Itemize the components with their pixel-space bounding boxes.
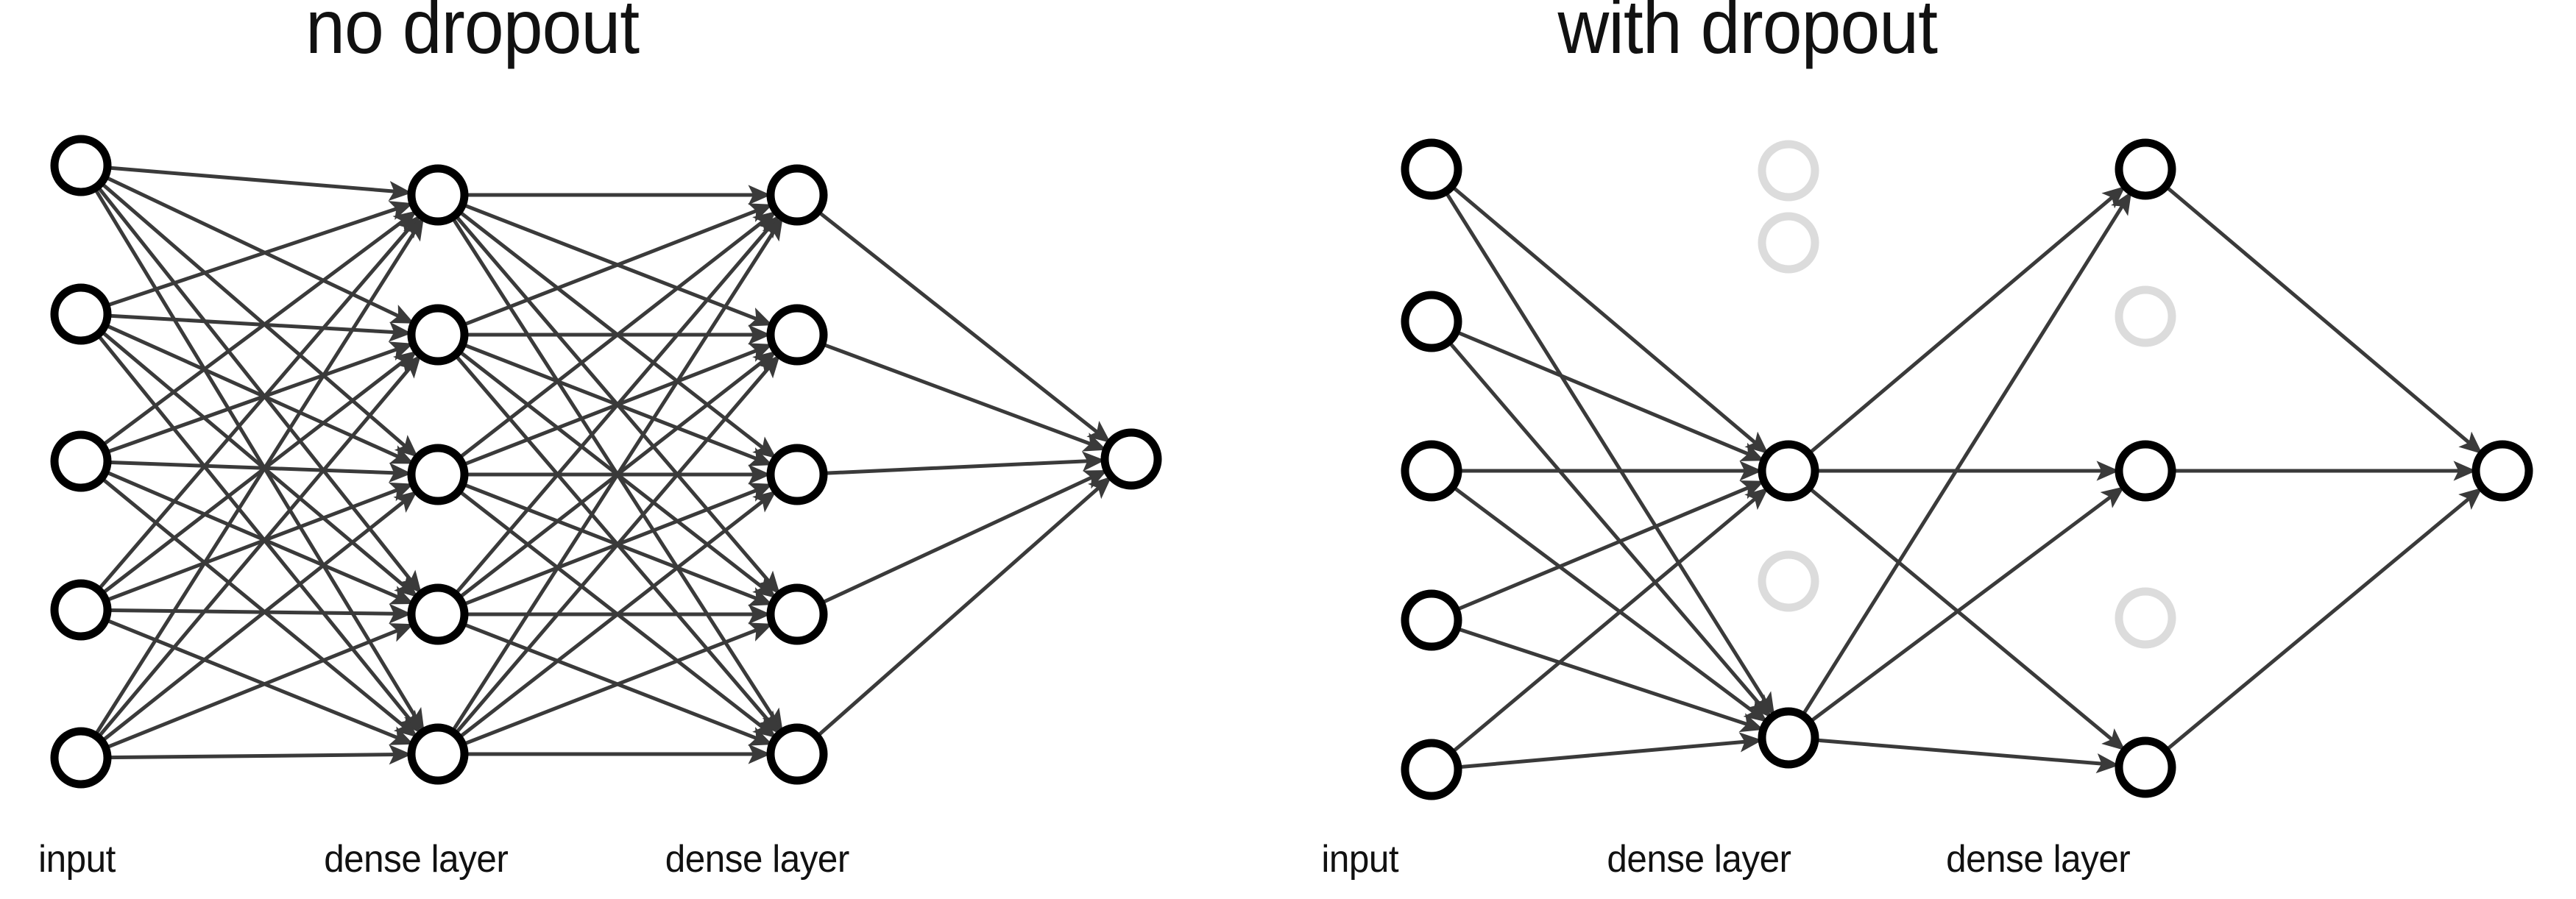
layer-label-right-dense-1: dense layer	[1607, 837, 1791, 880]
node-no-dropout-dense-1-2-active	[407, 304, 469, 366]
node-no-dropout-input-2-active	[50, 283, 112, 345]
edge-with-dropout-input-3-to-dense-1-2	[1456, 480, 1765, 612]
node-with-dropout-dense-2-1-active	[2115, 138, 2176, 200]
edge-with-dropout-input-3-to-dense-1-4	[1457, 627, 1764, 733]
node-with-dropout-dense-2-2-dropped	[2115, 285, 2176, 347]
edge-no-dropout-dense-2-1-to-output-0	[821, 342, 1107, 452]
edge-with-dropout-input-0-to-dense-1-2	[1451, 185, 1769, 455]
edge-with-dropout-dense-2-0-to-output-0	[2165, 185, 2483, 455]
edge-with-dropout-dense-1-4-to-dense-2-0	[1801, 191, 2132, 716]
node-no-dropout-input-3-active	[50, 430, 112, 492]
layer-label-right-dense-2: dense layer	[1946, 837, 2131, 880]
layer-label-left-dense-2: dense layer	[665, 837, 850, 880]
edge-no-dropout-input-2-to-dense-1-3	[105, 470, 414, 605]
edge-no-dropout-input-4-to-dense-1-0	[93, 216, 425, 736]
node-no-dropout-input-4-active	[50, 579, 112, 641]
edge-no-dropout-dense-1-2-to-dense-2-0	[458, 210, 776, 460]
node-no-dropout-dense-1-5-active	[407, 723, 469, 785]
edge-no-dropout-input-4-to-dense-1-2	[101, 490, 418, 742]
edge-with-dropout-dense-2-4-to-output-0	[2165, 487, 2483, 752]
edge-no-dropout-input-2-to-dense-1-4	[101, 477, 418, 738]
edge-no-dropout-dense-1-4-to-dense-2-1	[454, 354, 781, 735]
edge-no-dropout-input-3-to-dense-1-2	[105, 482, 414, 603]
edge-no-dropout-input-0-to-dense-1-1	[105, 175, 414, 324]
edges-group	[93, 166, 2483, 774]
edge-no-dropout-input-1-to-dense-1-2	[105, 323, 414, 465]
node-with-dropout-input-2-active	[1401, 291, 1462, 352]
node-no-dropout-dense-2-4-active	[766, 583, 828, 645]
node-with-dropout-dense-1-5-active	[1758, 707, 1819, 769]
nodes-group	[50, 135, 2533, 800]
edge-no-dropout-dense-1-1-to-dense-2-0	[462, 203, 773, 327]
edge-no-dropout-input-0-to-dense-1-4	[93, 188, 425, 732]
node-with-dropout-dense-1-2-dropped	[1758, 212, 1819, 274]
node-with-dropout-output-1-active	[2471, 440, 2533, 502]
node-with-dropout-input-1-active	[1401, 138, 1462, 200]
edge-no-dropout-dense-2-4-to-output-0	[816, 476, 1112, 738]
edge-with-dropout-dense-1-4-to-dense-2-4	[1815, 738, 2120, 774]
panel-title-no-dropout: no dropout	[305, 0, 640, 70]
edge-no-dropout-dense-2-3-to-output-0	[821, 469, 1108, 605]
edge-no-dropout-input-1-to-dense-1-0	[106, 201, 414, 308]
edge-no-dropout-input-4-to-dense-1-3	[105, 622, 414, 750]
node-with-dropout-dense-2-5-active	[2115, 736, 2176, 798]
edge-no-dropout-input-0-to-dense-1-3	[96, 185, 422, 594]
edge-no-dropout-dense-1-3-to-dense-2-0	[454, 214, 781, 595]
node-no-dropout-dense-1-4-active	[407, 583, 469, 645]
edge-no-dropout-dense-1-4-to-dense-2-3	[462, 622, 773, 746]
edge-no-dropout-input-4-to-dense-1-1	[96, 355, 422, 739]
node-with-dropout-dense-2-4-dropped	[2115, 587, 2176, 649]
node-with-dropout-dense-1-4-dropped	[1758, 550, 1819, 612]
edge-no-dropout-dense-2-2-to-output-0	[824, 451, 1105, 475]
edge-with-dropout-input-1-to-dense-1-2	[1456, 330, 1765, 462]
edge-no-dropout-dense-2-0-to-output-0	[817, 210, 1111, 444]
layer-label-left-dense-1: dense layer	[324, 837, 509, 880]
node-no-dropout-dense-2-1-active	[766, 164, 828, 226]
node-with-dropout-input-3-active	[1401, 440, 1462, 502]
edge-no-dropout-input-0-to-dense-1-2	[100, 182, 419, 458]
node-no-dropout-output-1-active	[1100, 428, 1162, 490]
edge-with-dropout-dense-1-4-to-dense-2-2	[1809, 486, 2125, 723]
layer-label-left-input: input	[38, 837, 116, 880]
edge-with-dropout-dense-1-2-to-dense-2-0	[1808, 185, 2126, 455]
edge-no-dropout-input-1-to-dense-1-3	[100, 330, 418, 598]
edge-no-dropout-input-1-to-dense-1-1	[107, 313, 412, 342]
edge-no-dropout-dense-1-4-to-dense-2-0	[450, 216, 784, 733]
node-with-dropout-input-5-active	[1401, 739, 1462, 800]
node-no-dropout-input-5-active	[50, 727, 112, 789]
node-with-dropout-dense-1-1-dropped	[1758, 140, 1819, 202]
edge-no-dropout-input-2-to-dense-1-1	[106, 341, 414, 454]
node-no-dropout-dense-2-2-active	[766, 304, 828, 366]
edge-no-dropout-input-3-to-dense-1-0	[97, 214, 422, 591]
edge-no-dropout-dense-1-4-to-dense-2-2	[458, 490, 776, 739]
node-no-dropout-dense-1-1-active	[407, 164, 469, 226]
edge-no-dropout-input-3-to-dense-1-1	[101, 350, 417, 595]
panel-title-with-dropout: with dropout	[1557, 0, 1939, 70]
node-with-dropout-dense-1-3-active	[1758, 440, 1819, 502]
node-no-dropout-dense-1-3-active	[407, 444, 469, 505]
edge-with-dropout-input-4-to-dense-1-2	[1451, 487, 1769, 754]
edge-with-dropout-input-2-to-dense-1-4	[1452, 486, 1768, 723]
edge-with-dropout-input-0-to-dense-1-4	[1444, 191, 1775, 716]
edge-no-dropout-input-1-to-dense-1-4	[96, 334, 422, 734]
node-no-dropout-dense-2-3-active	[766, 444, 828, 505]
edge-no-dropout-input-2-to-dense-1-2	[107, 460, 412, 483]
edge-with-dropout-dense-1-2-to-dense-2-4	[1808, 486, 2126, 751]
node-no-dropout-input-1-active	[50, 135, 112, 196]
node-with-dropout-dense-2-3-active	[2115, 440, 2176, 502]
edge-no-dropout-input-0-to-dense-1-0	[107, 166, 412, 202]
edge-with-dropout-input-4-to-dense-1-4	[1458, 732, 1763, 770]
edge-with-dropout-input-1-to-dense-1-4	[1448, 341, 1772, 719]
node-with-dropout-input-4-active	[1401, 589, 1462, 651]
edge-no-dropout-input-3-to-dense-1-3	[107, 603, 412, 624]
node-no-dropout-dense-2-5-active	[766, 723, 828, 785]
edge-no-dropout-input-2-to-dense-1-0	[102, 210, 417, 447]
edge-no-dropout-input-4-to-dense-1-4	[107, 745, 412, 765]
layer-label-right-input: input	[1321, 837, 1398, 880]
